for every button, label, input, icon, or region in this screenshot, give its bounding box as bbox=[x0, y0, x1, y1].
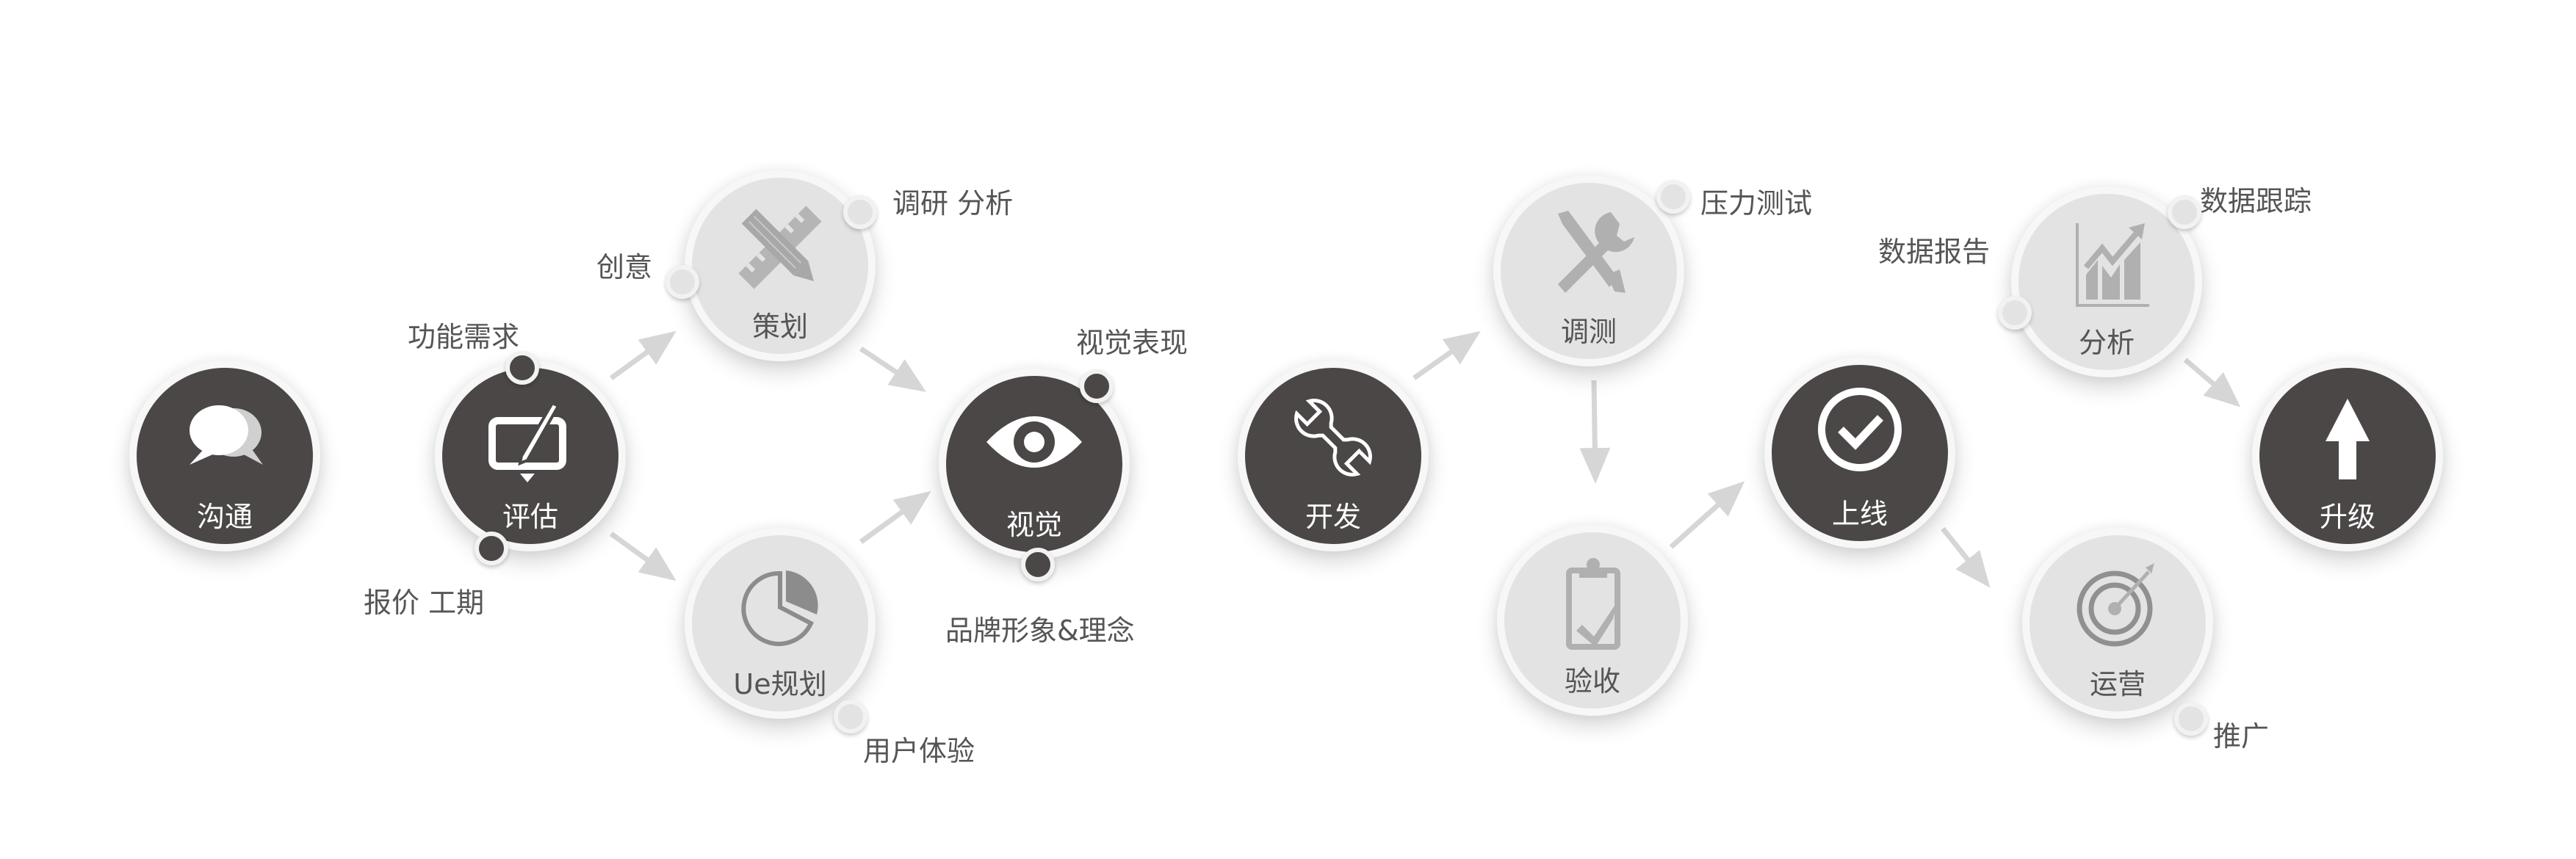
note-visual-bottom: 品牌形象&理念 bbox=[945, 615, 1135, 647]
node-label: 运营 bbox=[2089, 668, 2146, 700]
node-accept: 验收 bbox=[1497, 525, 1688, 716]
note-ue-bottom: 用户体验 bbox=[863, 735, 975, 767]
arrow-test-accept bbox=[1579, 380, 1611, 484]
node-analyze: 分析 bbox=[2011, 186, 2202, 377]
wrench-icon bbox=[1294, 399, 1372, 476]
note-test-right: 压力测试 bbox=[1700, 187, 1813, 220]
node-communicate: 沟通 bbox=[129, 360, 320, 551]
node-label: 调测 bbox=[1560, 316, 1617, 348]
arrow-develop-test bbox=[1412, 330, 1481, 380]
node-label: 策划 bbox=[751, 311, 808, 343]
arrow-ue-visual bbox=[859, 490, 931, 544]
node-label: 上线 bbox=[1831, 498, 1888, 530]
connector-dot bbox=[505, 351, 539, 385]
connector-dot bbox=[665, 265, 699, 299]
node-launch: 上线 bbox=[1764, 358, 1955, 548]
node-operate: 运营 bbox=[2022, 528, 2213, 719]
node-evaluate: 评估 bbox=[435, 360, 626, 551]
arrow-evaluate-ue bbox=[609, 532, 677, 581]
connector-dot bbox=[1656, 180, 1690, 214]
note-evaluate-top: 功能需求 bbox=[408, 321, 520, 353]
eye-icon bbox=[986, 416, 1082, 468]
tools-icon bbox=[1558, 211, 1634, 293]
connector-dot bbox=[1998, 296, 2032, 330]
speech-bubbles-icon bbox=[190, 405, 263, 465]
note-evaluate-bottom: 报价 工期 bbox=[364, 587, 485, 619]
node-label: Ue规划 bbox=[733, 668, 827, 700]
node-label: 验收 bbox=[1564, 665, 1620, 697]
arrow-launch-operate bbox=[1941, 526, 1991, 588]
node-plan: 策划 bbox=[685, 170, 876, 361]
node-test: 调测 bbox=[1493, 175, 1684, 366]
note-plan-left: 创意 bbox=[596, 251, 653, 283]
connector-dot bbox=[1021, 548, 1055, 581]
connector-dot bbox=[2168, 195, 2201, 229]
arrow-accept-launch bbox=[1669, 481, 1745, 549]
node-label: 视觉 bbox=[1006, 509, 1062, 541]
note-visual-top: 视觉表现 bbox=[1076, 327, 1188, 359]
connector-dot bbox=[834, 700, 867, 733]
node-label: 升级 bbox=[2319, 501, 2375, 533]
target-icon bbox=[2077, 563, 2154, 647]
pen-tablet-icon bbox=[488, 401, 566, 482]
note-analyze-right: 数据跟踪 bbox=[2200, 185, 2312, 217]
node-upgrade: 升级 bbox=[2252, 360, 2443, 551]
node-label: 开发 bbox=[1305, 501, 1361, 533]
note-operate-bottom: 推广 bbox=[2213, 720, 2270, 753]
arrow-analyze-upgrade bbox=[2183, 358, 2241, 407]
arrow-plan-visual bbox=[859, 347, 926, 392]
note-plan-right: 调研 分析 bbox=[892, 187, 1014, 220]
node-ue: Ue规划 bbox=[685, 528, 876, 719]
connector-dot bbox=[843, 195, 877, 229]
check-circle-icon bbox=[1818, 388, 1902, 471]
node-label: 沟通 bbox=[196, 501, 253, 533]
node-label: 评估 bbox=[502, 501, 558, 533]
connector-dot bbox=[1080, 369, 1114, 403]
connector-dot bbox=[2174, 702, 2208, 736]
note-analyze-left: 数据报告 bbox=[1878, 236, 1991, 268]
node-label: 分析 bbox=[2078, 327, 2135, 359]
arrow-evaluate-plan bbox=[609, 330, 677, 380]
growth-chart-icon bbox=[2076, 223, 2149, 307]
pie-chart-icon bbox=[741, 570, 818, 646]
node-develop: 开发 bbox=[1238, 360, 1429, 551]
clipboard-check-icon bbox=[1566, 558, 1620, 650]
arrow-up-icon bbox=[2326, 399, 2370, 479]
pencil-ruler-icon bbox=[738, 206, 822, 289]
connector-dot bbox=[475, 532, 508, 565]
